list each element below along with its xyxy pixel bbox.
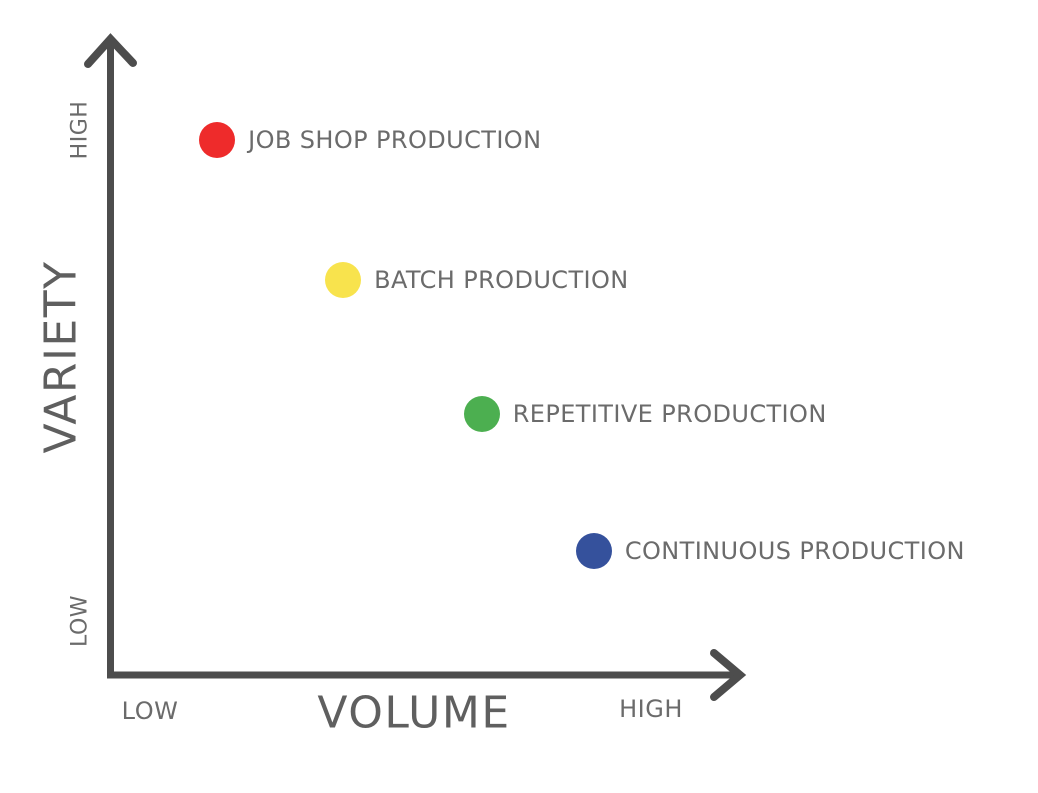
x-axis-title: VOLUME — [317, 687, 511, 739]
continuous-production-label: CONTINUOUS PRODUCTION — [624, 536, 965, 565]
batch-production-label: BATCH PRODUCTION — [374, 266, 629, 295]
x-axis-tick-low: LOW — [121, 697, 179, 725]
repetitive-production-dot — [463, 395, 500, 432]
y-axis-arrowhead — [84, 33, 137, 68]
job-shop-production-dot — [199, 121, 236, 158]
batch-production-dot — [325, 262, 362, 299]
x-axis-arrowhead — [710, 649, 747, 701]
repetitive-production-label: REPETITIVE PRODUCTION — [512, 399, 827, 428]
data-point-job-shop-production: JOB SHOP PRODUCTION — [199, 121, 542, 158]
x-axis-tick-high: HIGH — [619, 695, 683, 723]
data-point-repetitive-production: REPETITIVE PRODUCTION — [463, 395, 827, 432]
data-point-continuous-production: CONTINUOUS PRODUCTION — [575, 532, 965, 569]
job-shop-production-label: JOB SHOP PRODUCTION — [248, 125, 542, 154]
data-point-batch-production: BATCH PRODUCTION — [325, 262, 629, 299]
continuous-production-dot — [575, 532, 612, 569]
